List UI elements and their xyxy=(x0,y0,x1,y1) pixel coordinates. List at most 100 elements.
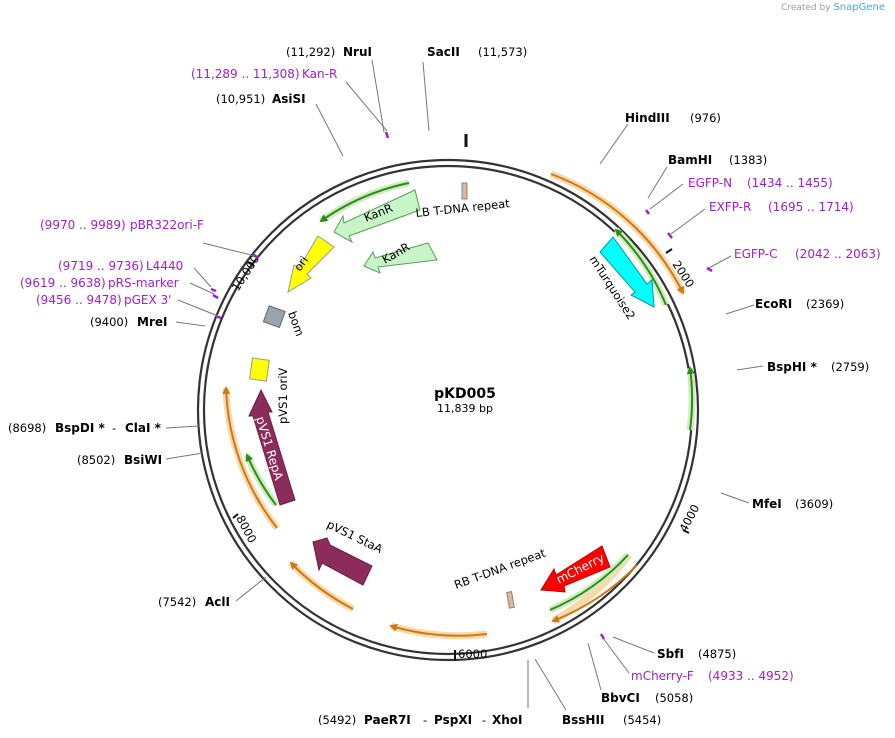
bsphi-name: BspHI * xyxy=(767,360,818,374)
xhoi-name: XhoI xyxy=(492,713,523,727)
leader-lines xyxy=(165,59,764,711)
asisi-name: AsiSI xyxy=(272,92,306,106)
backbone-outer xyxy=(196,158,700,662)
mark-exfpr xyxy=(667,232,673,239)
watermark-created-by: Created by xyxy=(781,3,831,13)
exfpr-range: (1695 .. 1714) xyxy=(768,200,854,214)
arc-green-4 xyxy=(245,453,277,506)
mturquoise2-shape xyxy=(599,236,655,308)
mark-egfpn xyxy=(645,209,650,215)
tick-8000-label: 8000 xyxy=(233,513,259,545)
pgex-range: (9456 .. 9478) xyxy=(36,293,122,307)
mark-egfpc xyxy=(706,266,713,273)
sbfi-pos: (4875) xyxy=(698,647,736,661)
tick-10000-mark xyxy=(247,261,255,267)
kanr-2-shape xyxy=(363,242,438,274)
pbr322-range: (9970 .. 9989) xyxy=(40,218,126,232)
arc-right-bottom xyxy=(551,564,638,623)
acli-pos: (7542) xyxy=(158,595,196,609)
mark-prs xyxy=(212,293,219,300)
arc-bottom-left xyxy=(289,561,354,610)
paer7i-pos: (5492) xyxy=(318,713,356,727)
oriv-shape xyxy=(248,357,270,382)
watermark-brand: SnapGene xyxy=(833,2,885,13)
arc-left xyxy=(222,386,278,529)
tick-6000-label: 6000 xyxy=(458,647,487,661)
prs-range: (9619 .. 9638) xyxy=(20,276,106,290)
bspdi-sep: - xyxy=(112,421,116,435)
sacii-name: SacII xyxy=(427,45,460,59)
hindiii-name: HindIII xyxy=(625,111,670,125)
exfpr-name: EXFP-R xyxy=(709,200,751,214)
site-labels: (11,292) NruI SacII (11,573) (11,289 .. … xyxy=(8,45,881,727)
paer7i-sep2: - xyxy=(482,713,486,727)
bsshii-pos: (5454) xyxy=(623,713,661,727)
feature-arcs xyxy=(222,170,696,640)
arc-green-5 xyxy=(319,182,410,223)
arc-right-top xyxy=(550,173,684,295)
mark-l4440 xyxy=(210,287,217,293)
mrei-pos: (9400) xyxy=(90,315,128,329)
rb-repeat-shape xyxy=(506,591,515,609)
bsphi-pos: (2759) xyxy=(831,360,869,374)
hindiii-pos: (976) xyxy=(690,111,721,125)
egfpn-name: EGFP-N xyxy=(688,176,732,190)
plasmid-size: 11,839 bp xyxy=(437,402,493,415)
plasmid-name: pKD005 xyxy=(434,386,496,402)
mrei-name: MreI xyxy=(137,315,167,329)
asisi-pos: (10,951) xyxy=(216,92,265,106)
clai-name: ClaI * xyxy=(125,421,162,435)
bbvci-pos: (5058) xyxy=(655,691,693,705)
mark-kanr xyxy=(384,131,390,139)
prs-name: pRS-marker xyxy=(108,276,179,290)
bom-shape xyxy=(262,305,286,329)
egfpn-range: (1434 .. 1455) xyxy=(747,176,833,190)
tick-4000-mark xyxy=(682,529,690,534)
sbfi-name: SbfI xyxy=(657,647,684,661)
ecori-pos: (2369) xyxy=(806,297,844,311)
mcherryf-range: (4933 .. 4952) xyxy=(708,669,794,683)
bom-label: bom xyxy=(285,309,307,338)
paer7i-name: PaeR7I xyxy=(364,713,411,727)
pbr322-name: pBR322ori-F xyxy=(130,218,204,232)
acli-name: AclI xyxy=(205,595,230,609)
ori-shape xyxy=(287,235,335,294)
arc-green-2 xyxy=(686,366,695,431)
bsiwi-name: BsiWI xyxy=(124,453,162,467)
pspxi-name: PspXI xyxy=(434,713,472,727)
mark-pgex xyxy=(215,314,222,320)
pgex-name: pGEX 3' xyxy=(124,293,171,307)
oriv-label: pVS1 oriV xyxy=(276,368,290,424)
bsshii-name: BssHII xyxy=(562,713,604,727)
bamhi-pos: (1383) xyxy=(729,153,767,167)
kanr-1-shape xyxy=(333,189,421,244)
staa-shape xyxy=(312,537,373,586)
paer7i-sep1: - xyxy=(423,713,427,727)
l4440-range: (9719 .. 9736) xyxy=(58,259,144,273)
mcherryf-name: mCherry-F xyxy=(631,669,694,683)
bbvci-name: BbvCI xyxy=(601,691,640,705)
mfei-pos: (3609) xyxy=(795,497,833,511)
bamhi-name: BamHI xyxy=(668,153,712,167)
mark-pbr322 xyxy=(252,253,259,259)
kanr-primer-name: Kan-R xyxy=(302,67,337,81)
l4440-name: L4440 xyxy=(146,259,183,273)
tick-4000-label: 4000 xyxy=(676,502,702,534)
bspdi-name: BspDI * xyxy=(55,421,105,435)
sacii-pos: (11,573) xyxy=(478,45,527,59)
nrui-name: NruI xyxy=(343,45,372,59)
tick-2000-mark xyxy=(665,248,673,254)
primer-marks xyxy=(210,131,713,640)
arc-green-1 xyxy=(614,228,667,306)
egfpc-range: (2042 .. 2063) xyxy=(795,247,881,261)
snapgene-watermark: Created by SnapGene xyxy=(781,2,885,13)
arc-bottom xyxy=(389,623,488,637)
lb-repeat-shape xyxy=(461,182,468,200)
egfpc-name: EGFP-C xyxy=(734,247,777,261)
mfei-name: MfeI xyxy=(752,497,782,511)
kanr-primer-range: (11,289 .. 11,308) xyxy=(191,67,300,81)
repa-shape xyxy=(248,388,296,506)
rb-repeat-label: RB T-DNA repeat xyxy=(452,546,548,592)
bspdi-pos: (8698) xyxy=(8,421,46,435)
